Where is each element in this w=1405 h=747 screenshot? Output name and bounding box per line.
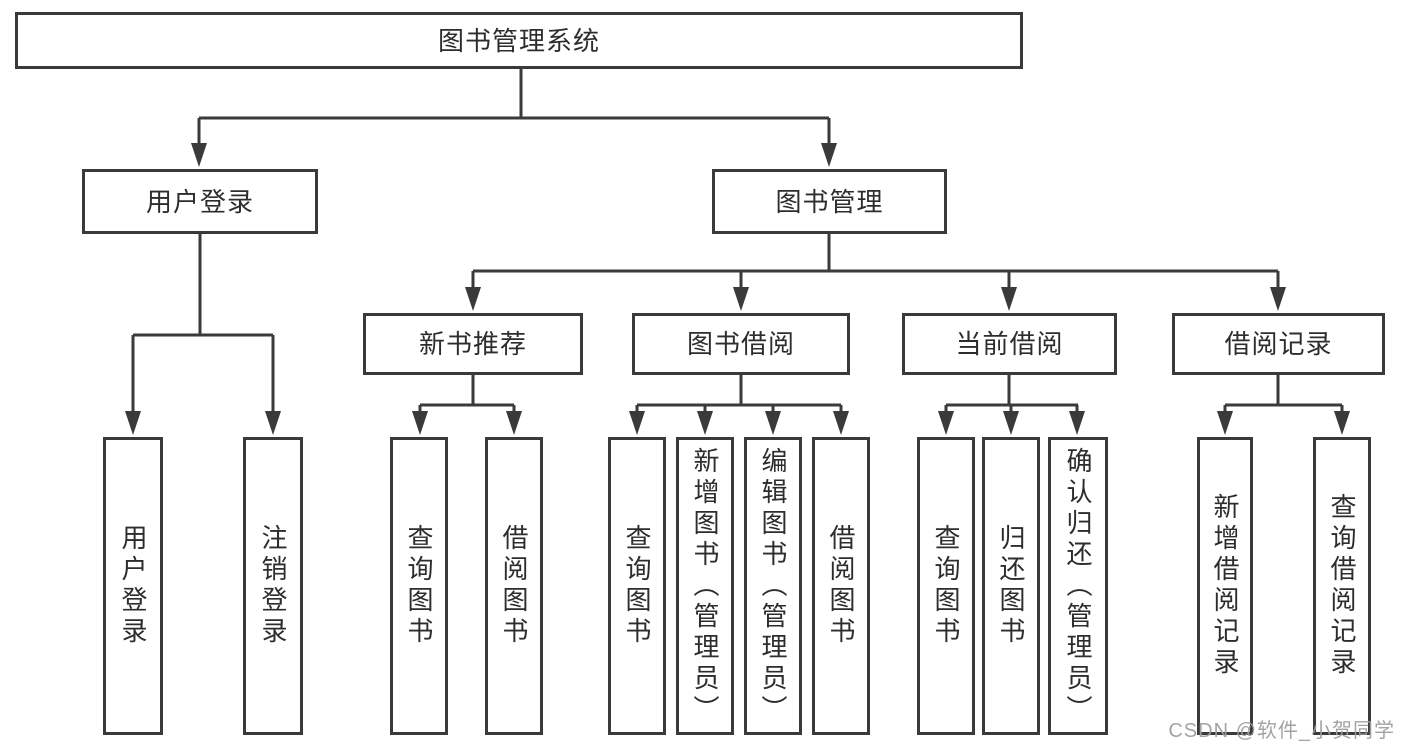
connector-login-to-leaves — [131, 234, 275, 414]
arrowheads — [125, 143, 1350, 435]
node-label: 借阅记录 — [1224, 329, 1333, 359]
node-label: 当前借阅 — [955, 329, 1064, 359]
connector-leaf-drops — [418, 405, 1344, 414]
leaf-user-login: 用户登录 — [103, 437, 163, 735]
node-label: 新书推荐 — [418, 329, 527, 359]
leaf-cb-return-books: 归还图书 — [982, 437, 1040, 735]
arrowhead — [1217, 411, 1233, 435]
leaf-br-query-record: 查询借阅记录 — [1313, 437, 1371, 735]
watermark: CSDN @软件_小贺同学 — [1168, 720, 1395, 742]
arrowhead — [412, 411, 428, 435]
connector-level3-stems — [420, 375, 1342, 407]
leaf-nb-query-books: 查询图书 — [390, 437, 448, 735]
node-book-management: 图书管理 — [712, 169, 947, 234]
node-label: 用户登录 — [145, 186, 254, 217]
node-label: 查询图书 — [404, 524, 434, 648]
leaf-nb-borrow-books: 借阅图书 — [485, 437, 543, 735]
node-label: 用户登录 — [118, 524, 148, 648]
arrowhead — [1001, 287, 1017, 311]
arrowhead — [765, 411, 781, 435]
arrowhead — [465, 287, 481, 311]
arrowhead — [938, 411, 954, 435]
node-label: 查询借阅记录 — [1327, 493, 1357, 679]
node-label: 图书借阅 — [686, 329, 795, 359]
leaf-logout: 注销登录 — [243, 437, 303, 735]
connector-root-to-level2 — [197, 69, 831, 150]
node-label: 编辑图书（管理员） — [758, 446, 788, 726]
node-label: 确认归还（管理员） — [1063, 446, 1093, 726]
node-book-borrowing: 图书借阅 — [632, 313, 850, 375]
arrowhead — [506, 411, 522, 435]
node-borrowing-records: 借阅记录 — [1172, 313, 1385, 375]
arrowhead — [821, 143, 837, 167]
leaf-bb-edit-books: 编辑图书（管理员） — [744, 437, 802, 735]
node-label: 图书管理系统 — [437, 25, 600, 56]
leaf-cb-confirm-return: 确认归还（管理员） — [1048, 437, 1108, 735]
arrowhead — [733, 287, 749, 311]
connector-mgmt-to-level3 — [471, 234, 1280, 294]
node-label: 新增图书（管理员） — [690, 446, 720, 726]
leaf-bb-query-books: 查询图书 — [608, 437, 666, 735]
node-user-login: 用户登录 — [82, 169, 318, 234]
arrowhead — [697, 411, 713, 435]
node-label: 注销登录 — [258, 524, 288, 648]
arrowhead — [1270, 287, 1286, 311]
leaf-cb-query-books: 查询图书 — [917, 437, 975, 735]
node-label: 借阅图书 — [499, 524, 529, 648]
arrowhead — [629, 411, 645, 435]
node-label: 查询图书 — [931, 524, 961, 648]
arrowhead — [265, 411, 281, 435]
arrowhead — [1003, 411, 1019, 435]
node-label: 查询图书 — [622, 524, 652, 648]
leaf-br-add-record: 新增借阅记录 — [1197, 437, 1253, 735]
node-library-system: 图书管理系统 — [15, 12, 1023, 69]
leaf-bb-add-books: 新增图书（管理员） — [676, 437, 734, 735]
node-label: 借阅图书 — [826, 524, 856, 648]
node-new-book-recommend: 新书推荐 — [363, 313, 583, 375]
arrowhead — [125, 411, 141, 435]
arrowhead — [833, 411, 849, 435]
arrowhead — [1069, 411, 1085, 435]
node-current-borrowing: 当前借阅 — [902, 313, 1117, 375]
leaf-bb-borrow-books: 借阅图书 — [812, 437, 870, 735]
node-label: 新增借阅记录 — [1210, 493, 1240, 679]
node-label: 归还图书 — [996, 524, 1026, 648]
node-label: 图书管理 — [775, 186, 884, 217]
arrowhead — [191, 143, 207, 167]
arrowhead — [1334, 411, 1350, 435]
